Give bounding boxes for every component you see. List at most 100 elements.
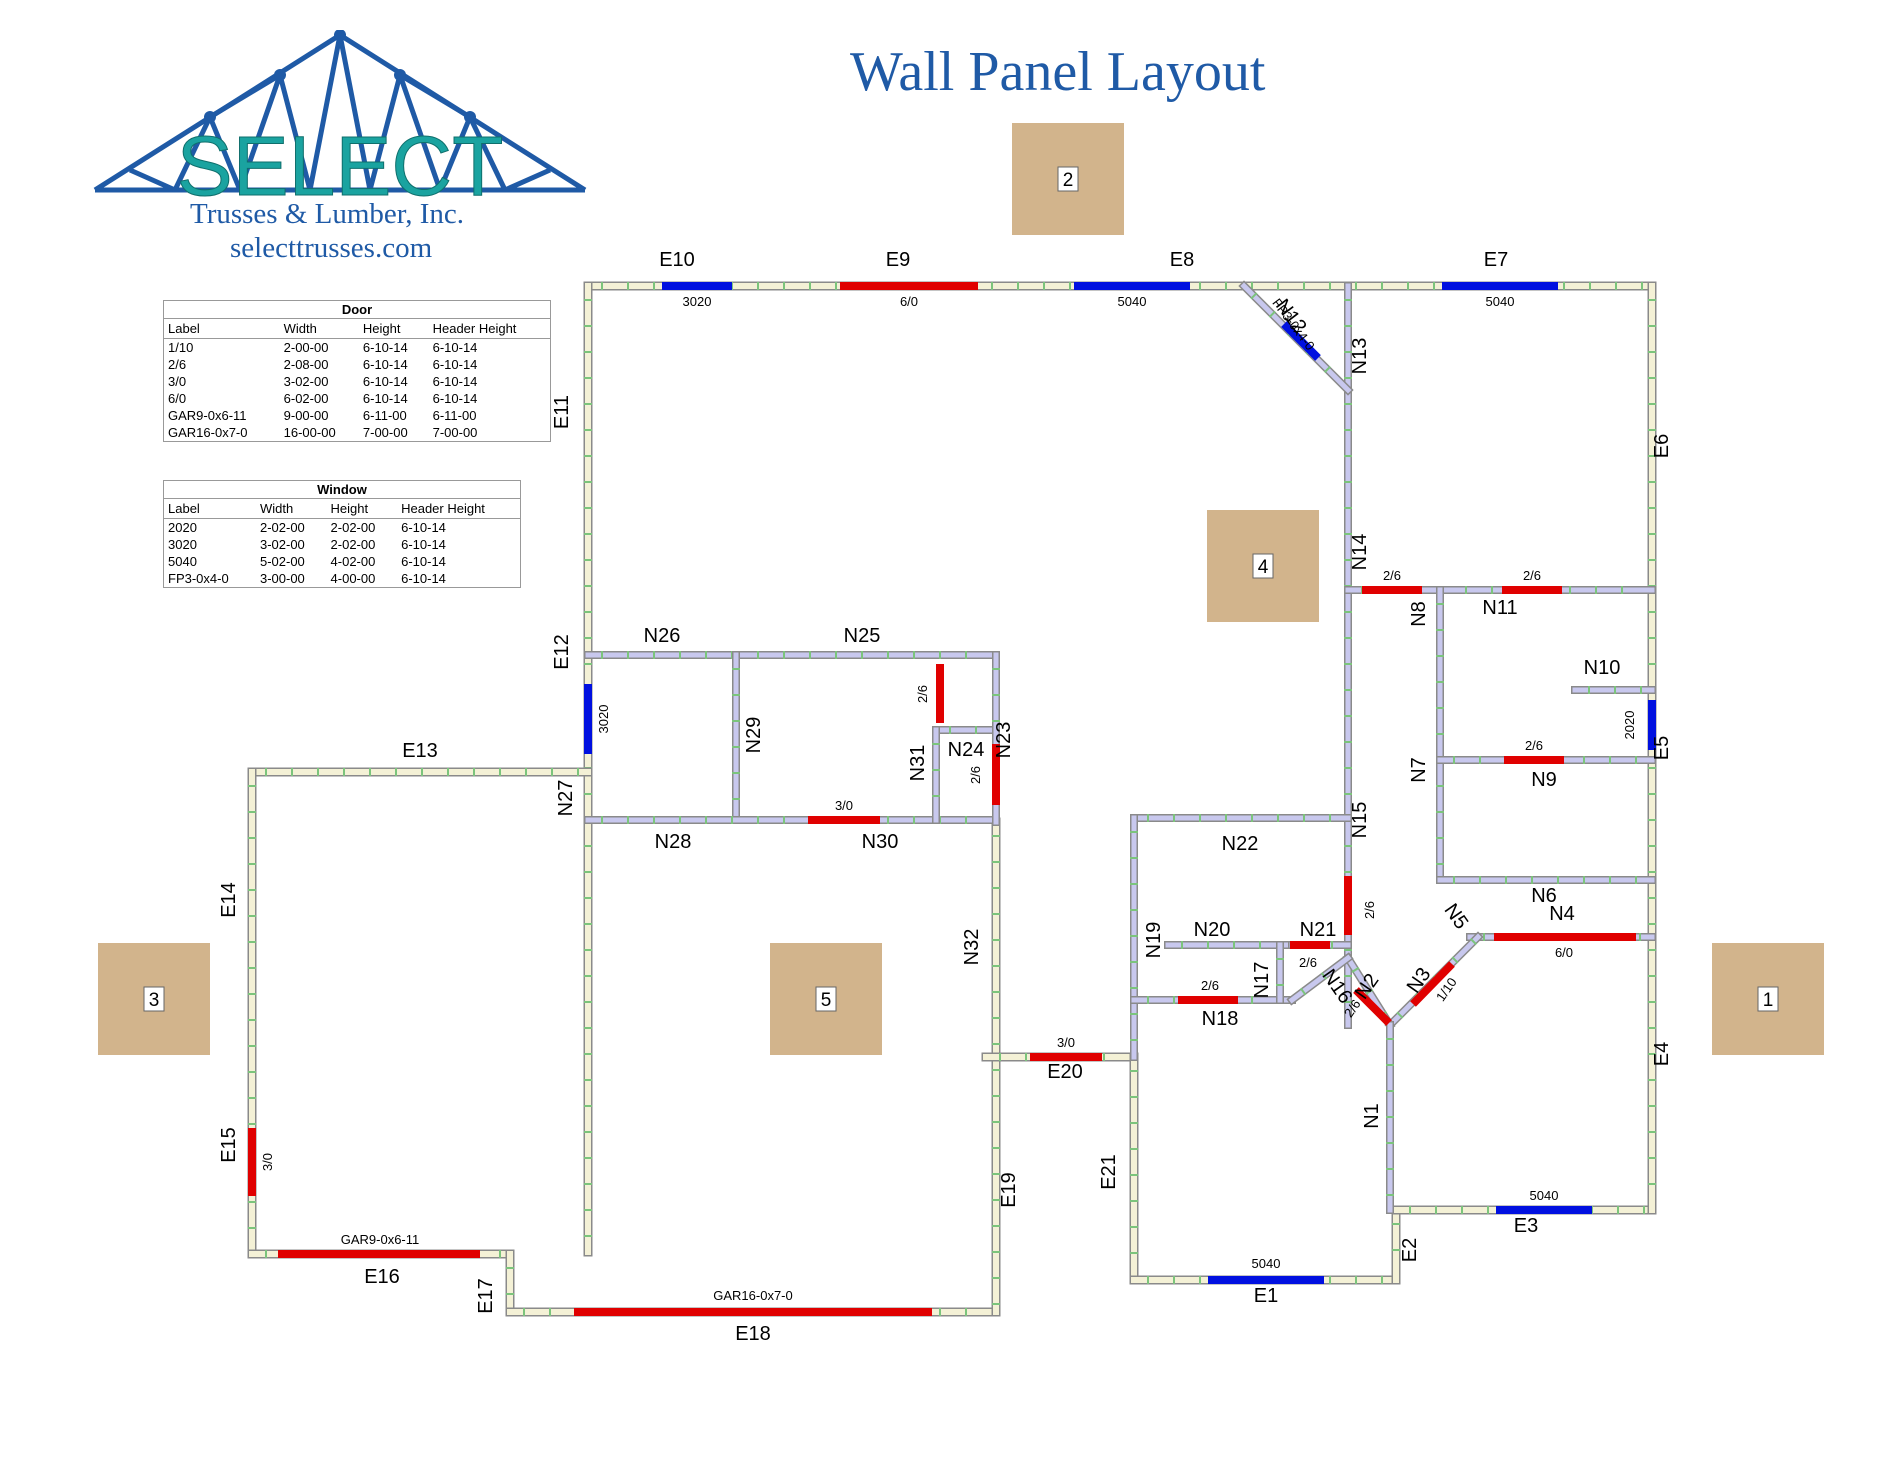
- window-schedule-cell: 6-10-14: [401, 571, 446, 586]
- select-trusses-logo: SELECT: [93, 30, 587, 214]
- door-schedule-column-header: Header Height: [428, 318, 551, 339]
- stud-tick: [1323, 365, 1331, 373]
- door-schedule-column-header: Width: [279, 318, 359, 339]
- door-schedule-column-header: Height: [358, 318, 429, 339]
- exterior-wall-label: E4: [1651, 1042, 1673, 1066]
- door-schedule-cell: 6-11-00: [362, 408, 407, 423]
- exterior-wall-label: E21: [1098, 1154, 1120, 1190]
- interior-wall-label: N3: [1403, 964, 1436, 998]
- interior-wall-label: N4: [1549, 903, 1575, 925]
- zone-number: 4: [1258, 557, 1269, 578]
- interior-wall-label: N14: [1349, 534, 1371, 571]
- exterior-wall-label: E8: [1170, 249, 1194, 271]
- door-schedule-cell: 7-00-00: [362, 425, 408, 440]
- zone-tag: [1757, 986, 1779, 1012]
- window-schedule-column-header: Label: [163, 498, 256, 519]
- door-schedule-cell: 7-00-00: [432, 425, 478, 440]
- exterior-wall-label: E20: [1047, 1061, 1083, 1083]
- exterior-wall-label: E16: [364, 1266, 400, 1288]
- interior-wall-label: N28: [655, 831, 692, 853]
- window-schedule-cell: 6-10-14: [401, 537, 446, 552]
- window-schedule-cell: 3020: [168, 537, 197, 552]
- door-opening-label: GAR16-0x7-0: [713, 1288, 792, 1303]
- interior-wall-label: N20: [1194, 919, 1231, 941]
- door-schedule-cell: GAR9-0x6-11: [168, 408, 247, 423]
- interior-wall-label: N18: [1202, 1008, 1239, 1030]
- door-opening-label: 2/6: [968, 766, 983, 784]
- window-opening-label: 3020: [596, 705, 611, 734]
- window-schedule-cell: 2-02-00: [330, 520, 376, 535]
- exterior-wall-label: E18: [735, 1323, 771, 1345]
- window-schedule-cell: 5-02-00: [259, 554, 305, 569]
- interior-wall-label: N26: [644, 625, 681, 647]
- window-schedule-cell: FP3-0x4-0: [168, 571, 229, 586]
- window-opening-label: 5040: [1252, 1256, 1281, 1271]
- door-opening-label: 3/0: [260, 1153, 275, 1171]
- zone-1: 1: [1712, 943, 1824, 1055]
- window-schedule-cell: 2020: [168, 520, 197, 535]
- door-schedule-cell: 3-02-00: [283, 374, 329, 389]
- door-schedule-cell: 6/0: [168, 391, 187, 406]
- window-schedule-column-header: Height: [326, 498, 398, 519]
- door-schedule-title: Door: [163, 300, 551, 318]
- stud-tick: [1320, 972, 1328, 980]
- door-opening-label: 6/0: [900, 294, 918, 309]
- interior-wall-label: N22: [1222, 833, 1259, 855]
- door-schedule-cell: 9-00-00: [283, 408, 329, 423]
- door-schedule-cell: 6-10-14: [362, 391, 408, 406]
- door-schedule-column-header: Label: [163, 318, 280, 339]
- window-opening-label: 5040: [1530, 1188, 1559, 1203]
- door-opening-label: 3/0: [835, 798, 853, 813]
- exterior-wall-label: E6: [1651, 434, 1673, 458]
- window-schedule-cell: 2-02-00: [259, 520, 305, 535]
- zone-number: 2: [1063, 170, 1074, 191]
- door-schedule-cell: 2/6: [168, 357, 187, 372]
- door-opening-label: 3/0: [1057, 1035, 1075, 1050]
- window-schedule-cell: 3-00-00: [259, 571, 305, 586]
- window-schedule-cell: 2-02-00: [330, 537, 376, 552]
- door-schedule-cell: 6-10-14: [362, 374, 408, 389]
- zone-tag: [143, 986, 165, 1012]
- interior-wall-label: N30: [862, 831, 899, 853]
- door-schedule-cell: GAR16-0x7-0: [168, 425, 248, 440]
- zone-number: 5: [821, 990, 832, 1011]
- interior-wall-label: N8: [1408, 601, 1430, 627]
- door-schedule-cell: 1/10: [168, 340, 194, 355]
- interior-wall-label: N32: [961, 929, 983, 966]
- door-opening-label: 2/6: [1299, 955, 1317, 970]
- door-schedule-cell: 6-10-14: [432, 391, 478, 406]
- exterior-wall-label: E9: [886, 249, 910, 271]
- logo-brand-text: SELECT: [177, 119, 504, 213]
- exterior-wall-label: E15: [218, 1127, 240, 1163]
- door-schedule-cell: 6-10-14: [432, 340, 478, 355]
- interior-wall-label: N17: [1251, 962, 1273, 999]
- interior-wall-label: N5: [1440, 900, 1473, 934]
- interior-wall-label: N19: [1143, 922, 1165, 959]
- window-schedule-cell: 4-02-00: [330, 554, 376, 569]
- door-opening-label: 2/6: [1362, 901, 1377, 919]
- zone-3: 3: [98, 943, 210, 1055]
- door-schedule-cell: 6-10-14: [432, 357, 478, 372]
- interior-wall-segment: [1288, 954, 1352, 1004]
- stud-tick: [1268, 310, 1276, 318]
- interior-wall-label: N11: [1482, 597, 1517, 619]
- stud-tick: [1469, 938, 1477, 946]
- zone-5: 5: [770, 943, 882, 1055]
- window-opening-label: 5040: [1118, 294, 1147, 309]
- door-opening-label: 2/6: [1383, 568, 1401, 583]
- exterior-wall-label: E17: [475, 1278, 497, 1314]
- window-opening-label: 3020: [683, 294, 712, 309]
- window-opening-label: 5040: [1486, 294, 1515, 309]
- interior-wall-label: N25: [844, 625, 881, 647]
